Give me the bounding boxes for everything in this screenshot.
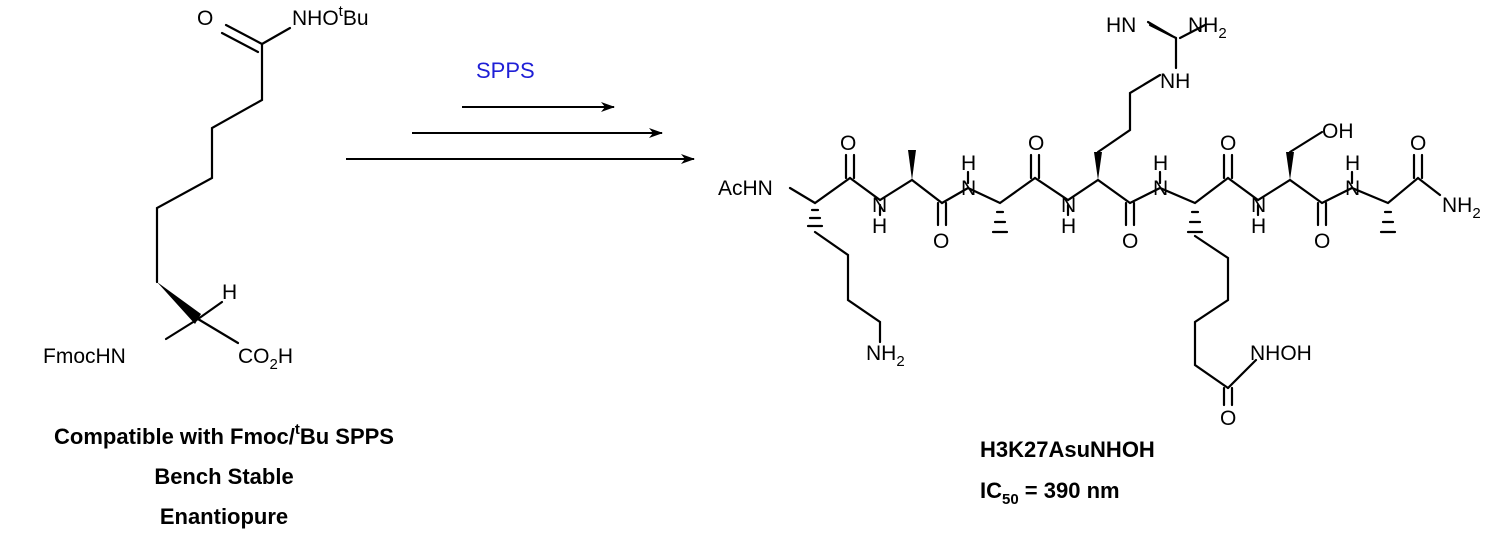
amide-n-6: N — [1345, 177, 1360, 200]
hydroxamic-acid-label: NHOH — [1250, 342, 1312, 365]
guanidine-hn-label: HN — [1106, 14, 1136, 37]
left-molecule: O NHOtBu H FmocHN CO2H — [43, 3, 369, 373]
c-terminal-amide-label: NH2 — [1442, 194, 1481, 222]
caption-compatible: Compatible with Fmoc/tBu SPPS — [54, 421, 394, 449]
wedge-bond — [908, 150, 916, 180]
amide-h-1: H — [872, 215, 887, 238]
oxygen-8: O — [1220, 407, 1236, 430]
alpha-hydrogen: H — [222, 281, 237, 304]
oxygen-7: O — [1410, 132, 1426, 155]
caption-enantiopure: Enantiopure — [160, 504, 288, 529]
ic50-value: IC50 = 390 nm — [980, 478, 1120, 508]
carboxylic-acid-label: CO2H — [238, 345, 293, 373]
spps-label: SPPS — [476, 58, 535, 83]
peptide-name: H3K27AsuNHOH — [980, 437, 1155, 462]
oxygen-5: O — [1220, 132, 1236, 155]
wedge-bond — [157, 282, 201, 324]
wedge-bond — [1286, 152, 1294, 180]
amide-h-3: H — [1061, 215, 1076, 238]
amide-n-1: N — [872, 194, 887, 217]
amide-n-3: N — [1061, 194, 1076, 217]
fmoc-amine-label: FmocHN — [43, 345, 126, 368]
reaction-arrows: SPPS — [346, 58, 695, 164]
peptide-backbone — [788, 153, 1442, 227]
oxygen-2: O — [933, 230, 949, 253]
amide-h-2: H — [961, 152, 976, 175]
hashed-bond — [991, 210, 1009, 234]
amide-h-4: H — [1153, 152, 1168, 175]
guanidine-nh2-label: NH2 — [1188, 14, 1227, 42]
oxygen-6: O — [1314, 230, 1330, 253]
carbonyl-oxygen: O — [197, 7, 213, 30]
acetyl-amine-label: AcHN — [718, 177, 773, 200]
guanidine-nh-label: NH — [1160, 70, 1190, 93]
serine-oh-label: OH — [1322, 120, 1354, 143]
amide-n-4: N — [1153, 177, 1168, 200]
oxygen-1: O — [840, 132, 856, 155]
hashed-bond — [806, 208, 824, 228]
amide-n-2: N — [961, 177, 976, 200]
amide-h-6: H — [1345, 152, 1360, 175]
hashed-bond — [1379, 210, 1397, 234]
amide-n-5: N — [1251, 194, 1266, 217]
right-molecule: AcHN O N H O H N O N H O H N O N H O H N… — [718, 14, 1481, 430]
side-chains — [806, 20, 1397, 407]
wedge-bond — [1094, 152, 1102, 180]
oxygen-4: O — [1122, 230, 1138, 253]
left-bonds — [155, 23, 292, 345]
right-captions: H3K27AsuNHOH IC50 = 390 nm — [980, 437, 1155, 508]
left-captions: Compatible with Fmoc/tBu SPPS Bench Stab… — [54, 421, 394, 529]
caption-bench-stable: Bench Stable — [154, 464, 293, 489]
amide-h-5: H — [1251, 215, 1266, 238]
right-atom-labels: AcHN O N H O H N O N H O H N O N H O H N… — [718, 14, 1481, 430]
hydroxamate-tbu-label: NHOtBu — [292, 3, 369, 30]
lysine-nh2-label: NH2 — [866, 342, 905, 370]
hashed-bond — [1186, 210, 1204, 234]
oxygen-3: O — [1028, 132, 1044, 155]
